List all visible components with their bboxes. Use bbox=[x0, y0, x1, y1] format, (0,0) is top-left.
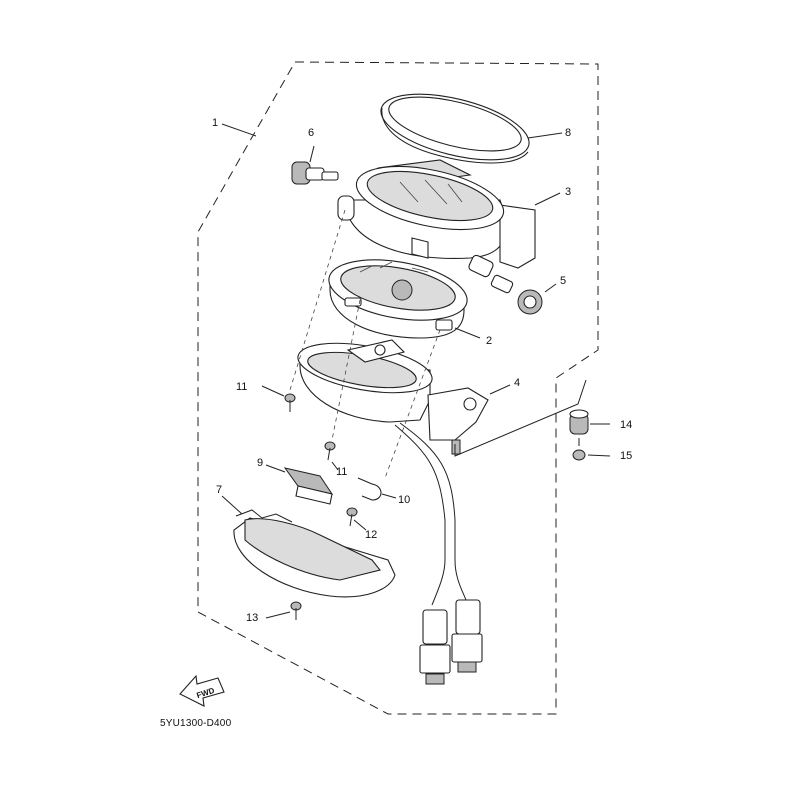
part-10-clamp[interactable] bbox=[357, 477, 397, 501]
part-5-bulb-socket[interactable] bbox=[468, 254, 557, 315]
callout-8: 8 bbox=[565, 127, 572, 139]
leader-part-3 bbox=[534, 192, 561, 206]
leader-bracket-mount bbox=[454, 379, 587, 457]
callout-10: 10 bbox=[398, 494, 411, 506]
callout-2: 2 bbox=[486, 335, 493, 347]
part-13-screw[interactable] bbox=[265, 601, 302, 620]
part-14-grommet[interactable] bbox=[569, 409, 610, 435]
assembly-boundary bbox=[197, 61, 599, 715]
guide-line bbox=[384, 329, 441, 479]
part-11-screw-b[interactable] bbox=[324, 441, 339, 471]
part-8-bezel-ring[interactable] bbox=[374, 81, 535, 172]
callout-5: 5 bbox=[560, 275, 567, 287]
callout-1: 1 bbox=[212, 117, 219, 129]
part-3-meter-case[interactable] bbox=[337, 155, 536, 269]
part-9-cover[interactable] bbox=[265, 464, 334, 505]
wire-harness bbox=[394, 422, 483, 685]
callout-3: 3 bbox=[565, 186, 572, 198]
leader-part-1 bbox=[221, 123, 257, 137]
part-2-meter-assembly[interactable] bbox=[324, 250, 481, 339]
callout-11-lower: 11 bbox=[336, 466, 348, 478]
callout-14: 14 bbox=[620, 419, 633, 431]
callout-12: 12 bbox=[365, 529, 378, 541]
part-6-bulb-socket[interactable] bbox=[291, 145, 339, 185]
fwd-arrow-icon: FWD bbox=[179, 674, 225, 707]
part-11-screw-a[interactable] bbox=[261, 385, 296, 412]
callout-9: 9 bbox=[257, 457, 264, 469]
callout-13: 13 bbox=[246, 612, 259, 624]
part-4-meter-bracket[interactable] bbox=[294, 335, 511, 455]
callout-7: 7 bbox=[216, 484, 223, 496]
callout-11-upper: 11 bbox=[236, 381, 248, 393]
diagram-code: 5YU1300-D400 bbox=[160, 718, 232, 729]
callout-4: 4 bbox=[514, 377, 521, 389]
part-7-lower-cover[interactable] bbox=[221, 495, 396, 598]
part-12-screw[interactable] bbox=[346, 507, 367, 531]
callout-6: 6 bbox=[308, 127, 315, 139]
leader-part-8 bbox=[527, 132, 563, 139]
callout-15: 15 bbox=[620, 450, 633, 462]
part-15-collar[interactable] bbox=[572, 438, 611, 461]
